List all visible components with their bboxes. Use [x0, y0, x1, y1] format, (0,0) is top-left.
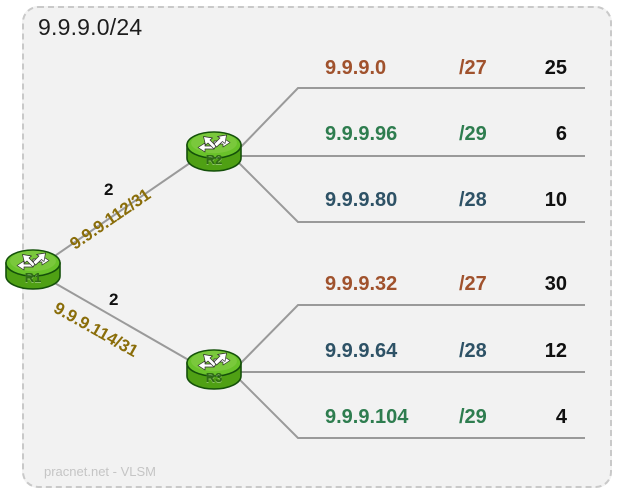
subnet-hosts: 10 — [544, 189, 567, 211]
subnet-line-r3-2 — [235, 375, 585, 439]
subnet-hosts: 12 — [544, 340, 567, 362]
diagram-canvas — [22, 6, 612, 488]
subnet-mask: /29 — [459, 123, 487, 145]
router-icon — [186, 131, 242, 172]
router-node-r2[interactable]: R2 — [185, 131, 243, 173]
subnet-mask: /27 — [459, 273, 487, 295]
subnet-network: 9.9.9.64 — [325, 340, 398, 362]
subnet-mask: /28 — [459, 189, 487, 211]
subnet-network: 9.9.9.32 — [325, 273, 398, 295]
subnet-mask: /28 — [459, 340, 487, 362]
router-node-r3[interactable]: R3 — [185, 349, 243, 391]
subnet-hosts: 4 — [555, 406, 567, 428]
subnet-network: 9.9.9.0 — [325, 57, 387, 79]
router-node-r1[interactable]: R1 — [4, 249, 62, 291]
subnet-line-r2-2 — [235, 159, 585, 223]
page-title: 9.9.9.0/24 — [38, 14, 143, 40]
subnet-hosts: 6 — [555, 123, 567, 145]
router-icon — [186, 349, 242, 390]
subnet-network: 9.9.9.104 — [325, 406, 409, 428]
subnet-mask: /29 — [459, 406, 487, 428]
subnet-line-r2-0 — [235, 87, 585, 153]
link-line-r1-r2 — [45, 151, 207, 263]
subnet-network: 9.9.9.96 — [325, 123, 398, 145]
link-cost-r1-r3: 2 — [109, 290, 119, 309]
subnet-network: 9.9.9.80 — [325, 189, 398, 211]
subnet-line-r3-0 — [235, 304, 585, 369]
link-cost-r1-r2: 2 — [104, 180, 114, 199]
link-line-r1-r3 — [45, 277, 207, 371]
subnet-hosts: 25 — [544, 57, 567, 79]
watermark: pracnet.net - VLSM — [44, 464, 156, 479]
router-icon — [5, 249, 61, 290]
subnet-mask: /27 — [459, 57, 487, 79]
subnet-hosts: 30 — [544, 273, 567, 295]
